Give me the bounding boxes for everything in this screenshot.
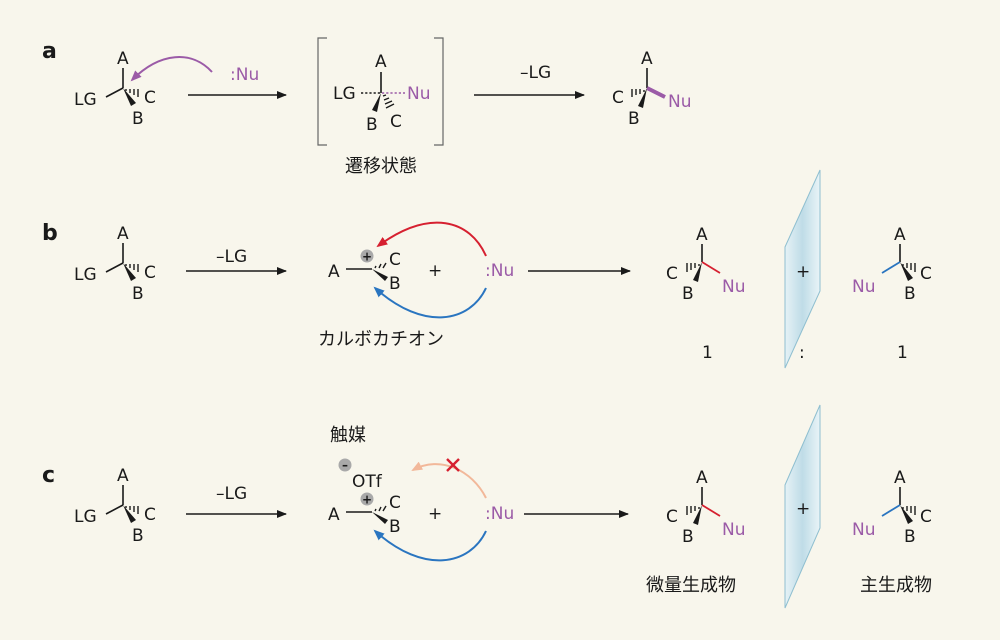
mirror-plus-c: + xyxy=(796,499,810,519)
atom-Nu: Nu xyxy=(668,92,692,112)
atom-A: A xyxy=(117,224,129,244)
blocked-x-mark xyxy=(446,458,460,472)
atom-A: A xyxy=(894,225,906,245)
atom-B: B xyxy=(132,109,144,129)
atom-B: B xyxy=(682,527,694,547)
atom-LG: LG xyxy=(74,90,97,110)
mirror-plus-b: + xyxy=(796,262,810,282)
atom-Nu: Nu xyxy=(852,520,876,540)
atom-A: A xyxy=(696,225,708,245)
atom-B: B xyxy=(904,527,916,547)
minor-product-caption: 微量生成物 xyxy=(646,575,736,596)
product-molecule-a: A C B Nu xyxy=(612,49,692,129)
atom-A: A xyxy=(328,262,340,282)
transition-state-caption: 遷移状態 xyxy=(345,156,417,177)
reactant-molecule-c: A LG B C xyxy=(74,466,156,546)
wedge-bond xyxy=(123,88,136,106)
atom-A: A xyxy=(375,52,387,72)
product-major-c: A Nu C B xyxy=(852,468,932,547)
atom-LG: LG xyxy=(333,84,356,104)
atom-A: A xyxy=(328,505,340,525)
back-attack-arrow-blue xyxy=(373,529,487,562)
attack-arrow-purple xyxy=(130,56,213,82)
major-product-caption: 主生成物 xyxy=(860,575,932,596)
atom-A: A xyxy=(696,468,708,488)
svg-text:+: + xyxy=(362,493,372,507)
atom-A: A xyxy=(641,49,653,69)
atom-LG: LG xyxy=(74,507,97,527)
step-label-b1: –LG xyxy=(216,247,247,267)
atom-A: A xyxy=(894,468,906,488)
step-label-a2: –LG xyxy=(520,63,551,83)
negative-charge xyxy=(338,458,352,472)
atom-C: C xyxy=(144,263,156,283)
row-label-b: b xyxy=(42,221,58,246)
atom-C: C xyxy=(144,505,156,525)
reactant-molecule-a: A LG B C xyxy=(74,49,156,129)
hash-bond xyxy=(125,89,139,97)
nucleophile-c: :Nu xyxy=(485,504,514,524)
atom-C: C xyxy=(920,264,932,284)
atom-Nu: Nu xyxy=(407,84,431,104)
atom-B: B xyxy=(628,109,640,129)
front-attack-arrow-red xyxy=(376,221,487,257)
product-minor-c: A C B Nu xyxy=(666,468,746,547)
atom-C: C xyxy=(389,493,401,513)
carbocation-c: + A C B xyxy=(328,492,401,537)
atom-C: C xyxy=(390,112,402,132)
atom-C: C xyxy=(612,88,624,108)
transition-state-bracket xyxy=(317,37,444,146)
atom-B: B xyxy=(132,284,144,304)
atom-C: C xyxy=(920,507,932,527)
atom-C: C xyxy=(666,507,678,527)
plus-sign-c: + xyxy=(428,504,442,524)
row-label-c: c xyxy=(42,463,55,488)
atom-C: C xyxy=(666,264,678,284)
atom-C: C xyxy=(389,250,401,270)
transition-state-molecule: A LG Nu B C xyxy=(333,52,431,135)
atom-B: B xyxy=(389,274,401,294)
row-label-a: a xyxy=(42,39,57,64)
reactant-molecule-b: A LG B C xyxy=(74,224,156,304)
counterion-OTf: OTf xyxy=(352,472,383,492)
atom-B: B xyxy=(904,284,916,304)
carbocation-caption: カルボカチオン xyxy=(318,329,444,350)
back-attack-arrow-blue xyxy=(373,286,487,319)
mirror-plane-c xyxy=(784,404,821,609)
atom-A: A xyxy=(117,466,129,486)
atom-B: B xyxy=(366,115,378,135)
plus-sign-b: + xyxy=(428,261,442,281)
product-enantiomer-1-b: A C B Nu xyxy=(666,225,746,304)
atom-C: C xyxy=(144,88,156,108)
atom-Nu: Nu xyxy=(722,520,746,540)
catalyst-label: 触媒 xyxy=(330,425,366,446)
svg-text:+: + xyxy=(362,250,372,264)
atom-Nu: Nu xyxy=(852,277,876,297)
atom-LG: LG xyxy=(74,265,97,285)
mirror-plane-b xyxy=(784,169,821,369)
svg-text:–: – xyxy=(342,458,348,472)
ratio-right: 1 xyxy=(897,343,908,363)
carbocation-b: + A C B xyxy=(328,249,401,294)
atom-B: B xyxy=(682,284,694,304)
atom-A: A xyxy=(117,49,129,69)
positive-charge xyxy=(360,249,374,263)
atom-Nu: Nu xyxy=(722,277,746,297)
step-label-c1: –LG xyxy=(216,484,247,504)
ratio-separator: : xyxy=(799,343,805,363)
atom-B: B xyxy=(132,526,144,546)
nucleophile-a: :Nu xyxy=(230,65,259,85)
atom-B: B xyxy=(389,517,401,537)
nucleophile-b: :Nu xyxy=(485,261,514,281)
ratio-left: 1 xyxy=(702,343,713,363)
positive-charge xyxy=(360,492,374,506)
product-enantiomer-2-b: A Nu C B xyxy=(852,225,932,304)
